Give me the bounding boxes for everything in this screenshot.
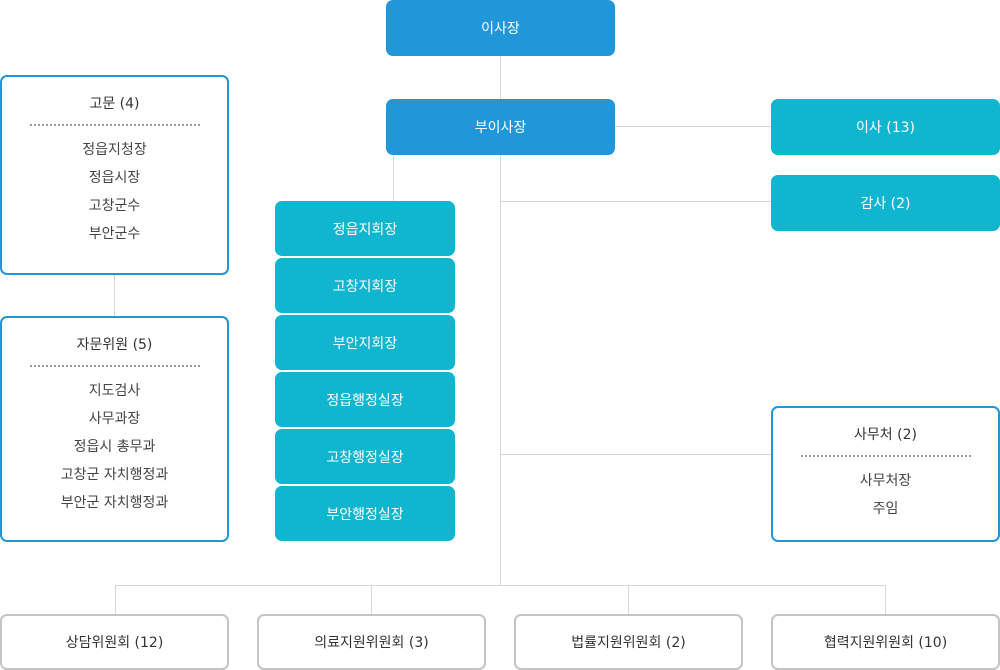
branch-label: 부안지회장 xyxy=(332,335,398,352)
consultants-item: 고창군 자치행정과 xyxy=(60,467,169,483)
consultants-title: 자문위원 (5) xyxy=(76,337,153,353)
secretariat-item: 주임 xyxy=(872,501,899,517)
consultants-divider xyxy=(29,365,200,367)
branch-label: 정읍지회장 xyxy=(332,221,398,238)
committee-node: 의료지원위원회 (3) xyxy=(257,614,486,670)
directors-label: 이사 (13) xyxy=(856,120,915,136)
branch-node: 고창행정실장 xyxy=(275,429,455,484)
vice-chairman-label: 부이사장 xyxy=(474,120,527,136)
connector-committee-3 xyxy=(628,585,629,615)
advisors-item: 정읍시장 xyxy=(88,170,141,186)
connector-committee-2 xyxy=(371,585,372,615)
branch-label: 고창행정실장 xyxy=(326,449,404,466)
committee-label: 협력지원위원회 (10) xyxy=(823,635,948,651)
connector-vice-to-directors xyxy=(614,126,772,127)
committee-label: 상담위원회 (12) xyxy=(65,635,164,651)
consultants-item: 지도검사 xyxy=(88,383,141,399)
secretariat-title: 사무처 (2) xyxy=(854,427,917,443)
secretariat-divider xyxy=(800,455,971,457)
directors-node: 이사 (13) xyxy=(771,99,1000,155)
auditors-node: 감사 (2) xyxy=(771,175,1000,231)
vice-chairman-node: 부이사장 xyxy=(386,99,615,155)
branch-node: 부안지회장 xyxy=(275,315,455,370)
connector-trunk xyxy=(500,55,501,585)
branch-node: 정읍행정실장 xyxy=(275,372,455,427)
branch-node: 고창지회장 xyxy=(275,258,455,313)
connector-committee-1 xyxy=(115,585,116,615)
connector-committees-horizontal xyxy=(115,585,886,586)
advisors-item: 정읍지청장 xyxy=(82,142,147,158)
advisors-title: 고문 (4) xyxy=(89,96,140,112)
consultants-item: 사무과장 xyxy=(88,411,141,427)
advisors-divider xyxy=(29,124,200,126)
secretariat-item: 사무처장 xyxy=(859,473,912,489)
auditors-label: 감사 (2) xyxy=(860,196,911,212)
consultants-item: 정읍시 총무과 xyxy=(73,439,156,455)
secretariat-card: 사무처 (2) 사무처장 주임 xyxy=(771,406,1000,542)
advisors-item: 고창군수 xyxy=(88,198,141,214)
connector-trunk-to-secretariat xyxy=(500,454,772,455)
committee-node: 법률지원위원회 (2) xyxy=(514,614,743,670)
branch-label: 부안행정실장 xyxy=(326,506,404,523)
connector-trunk-to-auditors xyxy=(500,201,772,202)
committee-label: 법률지원위원회 (2) xyxy=(571,635,686,651)
connector-advisors-to-consultants xyxy=(114,274,115,318)
advisors-card: 고문 (4) 정읍지청장 정읍시장 고창군수 부안군수 xyxy=(0,75,229,275)
committee-label: 의료지원위원회 (3) xyxy=(314,635,429,651)
committee-node: 협력지원위원회 (10) xyxy=(771,614,1000,670)
committee-node: 상담위원회 (12) xyxy=(0,614,229,670)
advisors-item: 부안군수 xyxy=(88,226,141,242)
branch-label: 정읍행정실장 xyxy=(326,392,404,409)
consultants-item: 부안군 자치행정과 xyxy=(60,495,169,511)
branch-node: 정읍지회장 xyxy=(275,201,455,256)
connector-vice-to-branches xyxy=(393,154,394,202)
chairman-node: 이사장 xyxy=(386,0,615,56)
branch-node: 부안행정실장 xyxy=(275,486,455,541)
branch-label: 고창지회장 xyxy=(332,278,398,295)
consultants-card: 자문위원 (5) 지도검사 사무과장 정읍시 총무과 고창군 자치행정과 부안군… xyxy=(0,316,229,542)
chairman-label: 이사장 xyxy=(481,21,520,37)
connector-committee-4 xyxy=(885,585,886,615)
